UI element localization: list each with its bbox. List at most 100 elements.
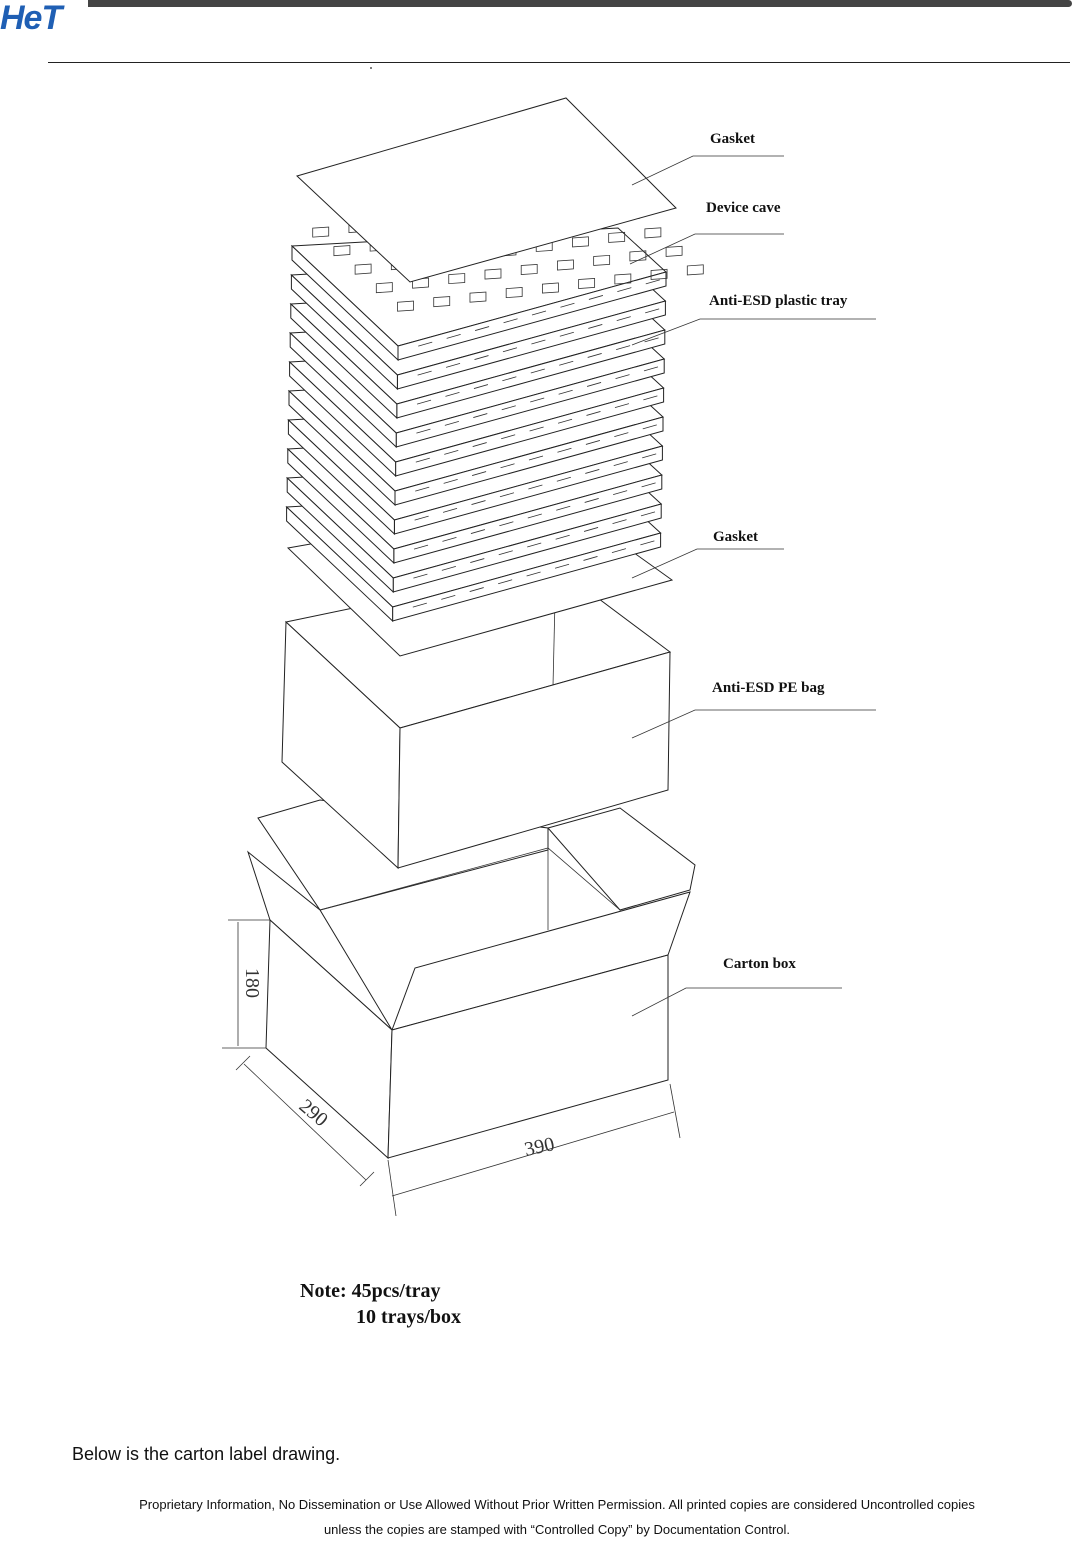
footer-disclaimer: Proprietary Information, No Disseminatio… bbox=[40, 1492, 1074, 1542]
tray-slot bbox=[527, 542, 542, 548]
tray-slot bbox=[615, 374, 630, 380]
device-cavity bbox=[542, 282, 559, 294]
tray-slot bbox=[560, 302, 575, 308]
tray-slot bbox=[583, 556, 598, 561]
company-logo: HeT bbox=[0, 0, 62, 40]
tray-slot bbox=[470, 529, 486, 534]
tray-slot bbox=[557, 447, 572, 453]
callout-pe-bag: Anti-ESD PE bag bbox=[631, 680, 876, 739]
tray-slot bbox=[416, 428, 431, 434]
device-cavity bbox=[333, 245, 351, 257]
device-cavity bbox=[520, 264, 538, 275]
device-cavity bbox=[572, 236, 589, 248]
tray-slot bbox=[415, 486, 430, 492]
tray-slot bbox=[526, 571, 541, 577]
device-cavity bbox=[644, 227, 662, 239]
tray-slot bbox=[498, 579, 513, 585]
tray-slot bbox=[587, 353, 602, 358]
tray-slot bbox=[586, 382, 602, 387]
tray-slot bbox=[584, 498, 599, 503]
tray-slot bbox=[585, 469, 600, 474]
device-cavity bbox=[375, 282, 393, 294]
tray-slot bbox=[641, 482, 656, 488]
tray-slot bbox=[441, 594, 456, 600]
tray-slot bbox=[556, 476, 571, 482]
tray-slot bbox=[501, 405, 516, 411]
tray-slot bbox=[473, 413, 488, 418]
tray-slot bbox=[614, 432, 629, 438]
tray-slot bbox=[645, 279, 660, 285]
gasket-top-drawing bbox=[296, 97, 677, 283]
callout-device-cave: Device cave bbox=[629, 200, 784, 265]
device-cavity bbox=[312, 226, 330, 238]
tray-slot bbox=[616, 316, 631, 322]
device-cavity bbox=[686, 264, 704, 276]
tray-slot bbox=[528, 455, 544, 461]
callout-gasket-top: Gasket bbox=[631, 131, 784, 186]
tray-slot bbox=[644, 337, 659, 343]
tray-slot bbox=[442, 507, 458, 513]
tray-slot bbox=[530, 397, 545, 403]
tray-slot bbox=[531, 339, 546, 345]
device-cavity bbox=[665, 245, 683, 257]
device-cavity bbox=[557, 259, 574, 271]
tray-slot bbox=[418, 341, 433, 347]
tray-slot bbox=[500, 463, 515, 469]
tray-slot bbox=[554, 563, 570, 569]
tray-slot bbox=[472, 471, 487, 476]
tray-slot bbox=[558, 389, 573, 395]
tray-slot bbox=[640, 540, 655, 546]
callout-label: Device cave bbox=[706, 200, 781, 216]
tray-slot bbox=[472, 442, 487, 447]
header-rule bbox=[48, 62, 1070, 63]
tray-slot bbox=[640, 511, 656, 517]
callout-gasket-bottom: Gasket bbox=[631, 529, 784, 579]
tray-slot bbox=[445, 362, 461, 368]
callout-label: Gasket bbox=[713, 529, 758, 545]
note-line-2: 10 trays/box bbox=[356, 1306, 461, 1328]
device-cavity bbox=[433, 296, 451, 308]
tray-slot bbox=[445, 391, 460, 397]
callout-label: Gasket bbox=[710, 131, 755, 147]
tray-slot bbox=[498, 550, 513, 556]
header-bar bbox=[88, 0, 1072, 7]
section-caption: Below is the carton label drawing. bbox=[72, 1444, 341, 1464]
tray-slot bbox=[585, 440, 600, 445]
tray-slot bbox=[559, 360, 574, 366]
tray-slot bbox=[583, 527, 599, 532]
tray-slot bbox=[643, 395, 658, 401]
tray-slot bbox=[499, 521, 514, 527]
callout-label: Anti-ESD plastic tray bbox=[709, 293, 848, 309]
tray-slot bbox=[469, 587, 484, 592]
tray-slot bbox=[588, 295, 603, 300]
tray-slot bbox=[499, 492, 515, 498]
tray-slot bbox=[531, 310, 547, 316]
tray-slot bbox=[613, 461, 628, 467]
tray-slot bbox=[557, 418, 573, 424]
footer-line-1: Proprietary Information, No Disseminatio… bbox=[139, 1497, 975, 1512]
tray-slot bbox=[413, 573, 428, 579]
tray-slot bbox=[474, 355, 489, 360]
tray-slot bbox=[443, 478, 458, 484]
tray-slot bbox=[555, 534, 570, 540]
device-cavity bbox=[397, 300, 414, 312]
device-cavity bbox=[650, 268, 668, 280]
carton-box-drawing bbox=[222, 799, 696, 1217]
tray-slot bbox=[530, 368, 545, 374]
dimension-width: 390 bbox=[522, 1133, 556, 1161]
tray-slot bbox=[441, 565, 456, 571]
tray-slot bbox=[502, 376, 517, 382]
tray-slot bbox=[612, 519, 627, 525]
tray-slot bbox=[616, 345, 631, 351]
tray-slot bbox=[645, 308, 660, 314]
tray-slot bbox=[417, 370, 432, 376]
tray-slot bbox=[588, 324, 603, 329]
device-cavity bbox=[614, 273, 632, 285]
callout-tray: Anti-ESD plastic tray bbox=[631, 293, 876, 346]
tray-slot bbox=[475, 326, 490, 331]
logo-text: HeT bbox=[0, 0, 62, 37]
tray-slot bbox=[642, 424, 657, 430]
tray-slot bbox=[529, 426, 544, 432]
tray-slot bbox=[642, 453, 657, 459]
device-cavity bbox=[578, 277, 596, 289]
